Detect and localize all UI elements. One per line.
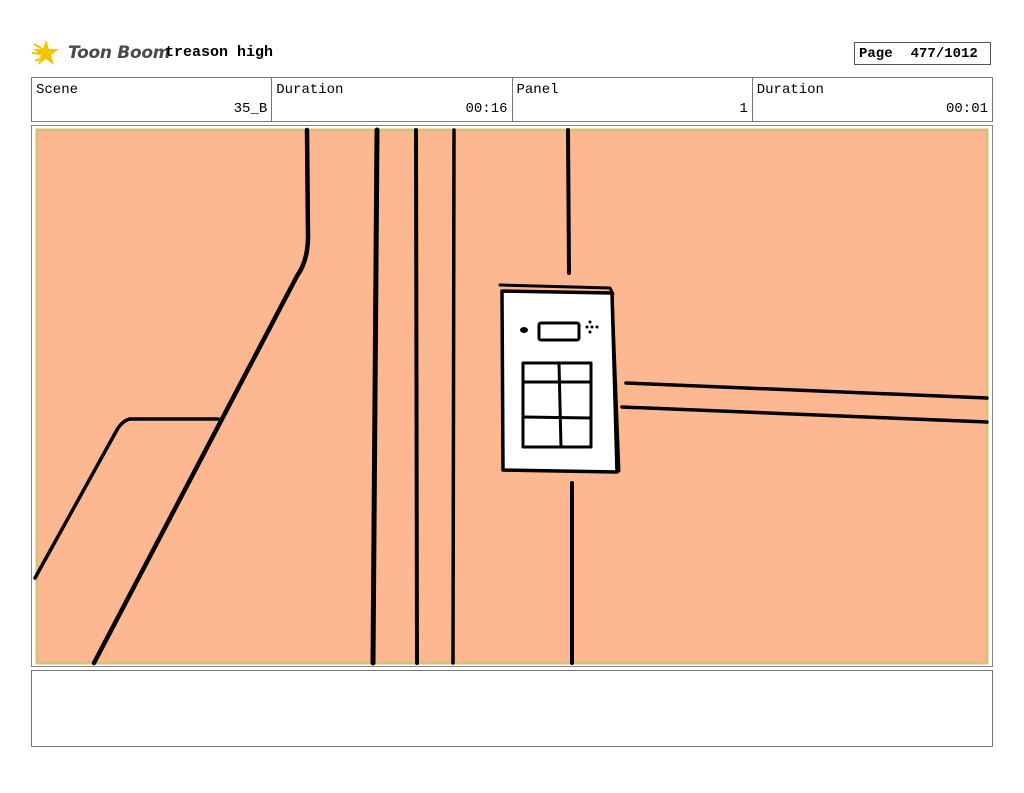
scene-label: Scene	[36, 82, 79, 98]
toon-boom-star-icon	[32, 40, 59, 65]
page-counter: Page 477/1012	[854, 42, 991, 65]
scene-cell: Scene 35_B	[32, 78, 273, 121]
door-frame-line-1	[370, 127, 380, 666]
panel-duration-label: Duration	[756, 82, 824, 98]
panel-drawing	[33, 127, 989, 666]
storyboard-panel	[31, 125, 993, 667]
info-row: Scene 35_B Duration 00:16 Panel 1 Durati…	[31, 77, 993, 122]
project-title: treason high	[165, 44, 274, 61]
door-frame-line-2	[414, 128, 419, 665]
wall-rail-upper	[624, 381, 989, 400]
logo-text: Toon Boom	[68, 43, 171, 63]
keypad-button-grid	[521, 361, 593, 449]
scene-duration-label: Duration	[276, 82, 344, 98]
keypad-panel	[498, 283, 621, 474]
panel-value: 1	[739, 101, 748, 117]
wall-line-upper	[566, 128, 571, 275]
keypad-display	[537, 321, 581, 342]
panel-duration-cell: Duration 00:01	[753, 78, 992, 121]
toon-boom-logo: Toon Boom	[32, 36, 170, 70]
panel-notes-box	[31, 670, 993, 747]
stair-step-line	[33, 417, 220, 580]
scene-duration-cell: Duration 00:16	[272, 78, 513, 121]
page-label: Page	[859, 45, 893, 62]
keypad-dots	[585, 320, 599, 334]
page-value: 477/1012	[910, 45, 978, 62]
scene-value: 35_B	[233, 101, 268, 117]
door-frame-line-3	[451, 128, 456, 665]
panel-cell: Panel 1	[513, 78, 753, 121]
wall-rail-lower	[620, 405, 989, 424]
keypad-led	[520, 327, 528, 333]
scene-duration-value: 00:16	[465, 101, 508, 117]
stair-rail-line	[91, 127, 311, 666]
panel-label: Panel	[516, 82, 559, 98]
panel-duration-value: 00:01	[945, 101, 988, 117]
